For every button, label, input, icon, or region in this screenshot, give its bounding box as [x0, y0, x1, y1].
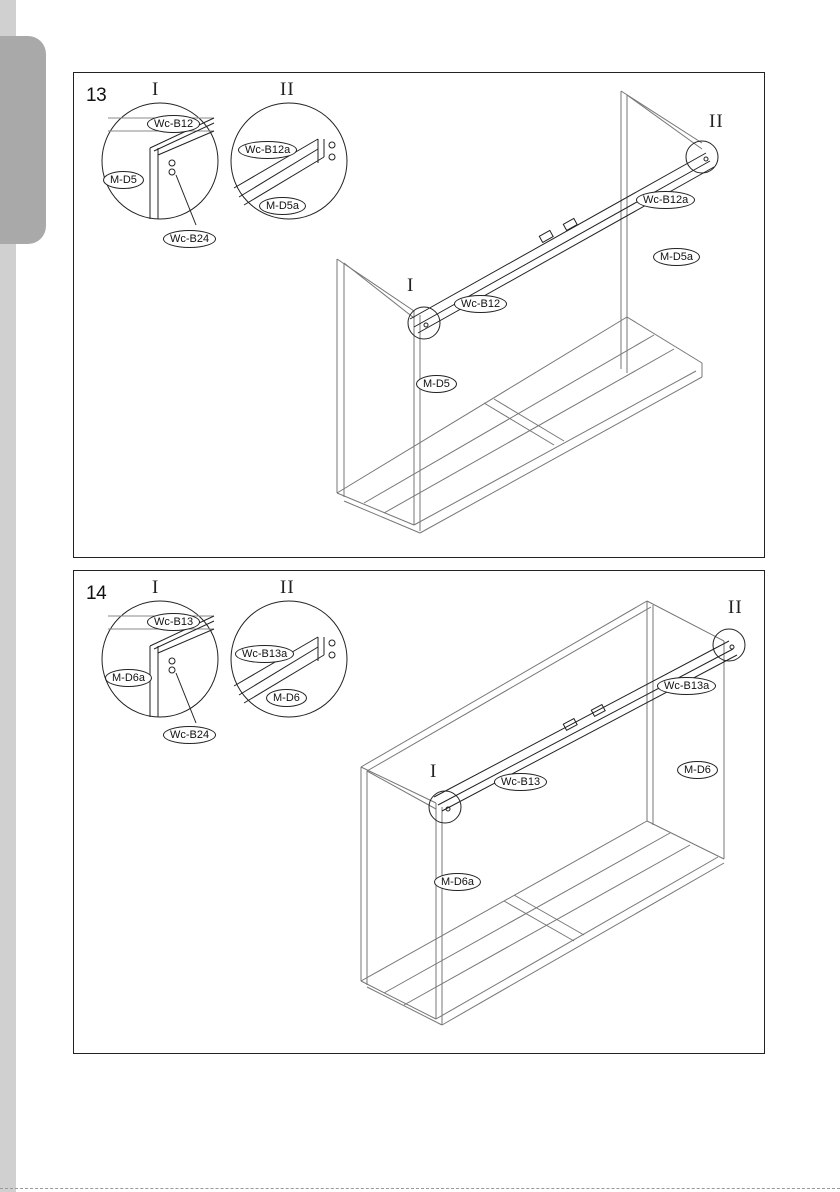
part-label: M-D6: [677, 761, 718, 779]
callout-marker-2: II: [728, 597, 743, 619]
part-label: Wc-B12a: [636, 191, 695, 209]
part-label: Wc-B13: [494, 773, 547, 791]
detail-marker-1: I: [152, 577, 159, 599]
callout-marker-2: II: [709, 111, 724, 133]
screw-icon: [329, 154, 335, 160]
part-label: Wc-B12: [454, 295, 507, 313]
screw-icon: [169, 658, 175, 664]
screw-icon: [169, 169, 175, 175]
screw-icon: [169, 160, 175, 166]
part-label: M-D6: [266, 689, 307, 707]
detail-marker-2: II: [280, 79, 295, 101]
screw-icon: [169, 667, 175, 673]
part-label: Wc-B24: [163, 230, 216, 248]
highlight-circle-2: [713, 629, 745, 661]
part-label: M-D6a: [434, 873, 481, 891]
step-14-drawing: [74, 571, 766, 1055]
highlight-circle-2: [686, 141, 718, 173]
part-label: M-D5: [416, 375, 457, 393]
detail-marker-2: II: [280, 577, 295, 599]
step-number: 14: [86, 583, 106, 605]
step-13-panel: 13 I II II I Wc-B12 M-D5 Wc-B24 Wc-B12a …: [73, 72, 765, 558]
part-label: Wc-B12: [147, 115, 200, 133]
step-14-panel: 14 I II II I Wc-B13 M-D6a Wc-B24 Wc-B13a…: [73, 570, 765, 1054]
part-label: Wc-B24: [163, 726, 216, 744]
part-label: Wc-B12a: [238, 141, 297, 159]
callout-marker-1: I: [407, 275, 414, 297]
part-label: M-D5: [103, 171, 144, 189]
detail-marker-1: I: [152, 79, 159, 101]
step-13-drawing: [74, 73, 766, 559]
step-number: 13: [86, 85, 106, 107]
section-tab: [0, 36, 46, 244]
part-label: Wc-B13a: [235, 645, 294, 663]
screw-icon: [730, 645, 734, 649]
callout-marker-1: I: [430, 761, 437, 783]
screw-icon: [704, 157, 708, 161]
page-bottom-edge: [0, 1188, 840, 1189]
screw-icon: [329, 652, 335, 658]
part-label: M-D5a: [259, 197, 306, 215]
part-label: M-D5a: [653, 248, 700, 266]
screw-icon: [424, 323, 428, 327]
part-label: Wc-B13: [147, 613, 200, 631]
highlight-circle-1: [429, 791, 461, 823]
part-label: M-D6a: [105, 669, 152, 687]
part-label: Wc-B13a: [657, 677, 716, 695]
screw-icon: [329, 142, 335, 148]
screw-icon: [329, 640, 335, 646]
